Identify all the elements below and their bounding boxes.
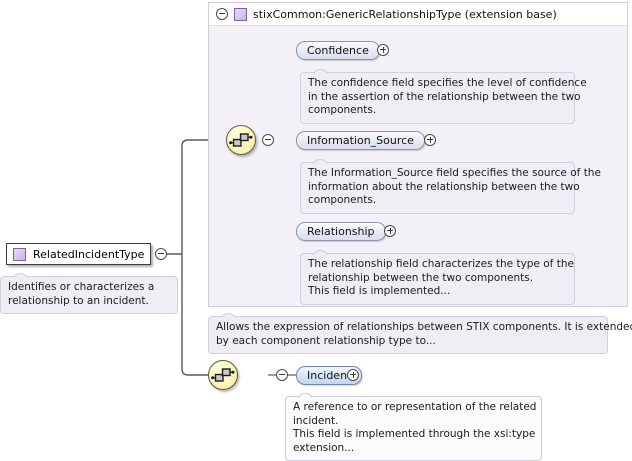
- extension-base-documentation: Allows the expression of relationships b…: [208, 313, 632, 354]
- note-pointer: [221, 311, 235, 318]
- element-documentation-information-source: The Information_Source field specifies t…: [300, 159, 601, 214]
- element-label: Confidence: [307, 44, 369, 57]
- sequence-compositor-icon[interactable]: [208, 360, 238, 390]
- doc-line: in the assertion of the relationship bet…: [308, 90, 581, 103]
- doc-line: This field is implemented...: [308, 285, 451, 297]
- doc-line: relationship to an incident.: [8, 294, 149, 307]
- note-pointer: [313, 157, 327, 164]
- note-pointer: [313, 248, 327, 255]
- type-node-relatedincidenttype[interactable]: RelatedIncidentType: [6, 243, 151, 265]
- sequence-collapse-toggle-icon[interactable]: [276, 369, 288, 381]
- doc-line: Allows the expression of relationships b…: [216, 321, 632, 333]
- doc-line: The relationship field characterizes the…: [308, 258, 574, 270]
- element-expand-toggle-icon[interactable]: [384, 225, 396, 237]
- doc-line: by each component relationship type to..…: [216, 334, 436, 347]
- doc-line: Identifies or characterizes a: [8, 281, 155, 293]
- note-pointer: [13, 271, 27, 278]
- doc-line: extension...: [293, 441, 355, 454]
- doc-line: A reference to or representation of the …: [293, 401, 537, 413]
- note-pointer: [298, 391, 312, 398]
- element-documentation-confidence: The confidence field specifies the level…: [300, 69, 587, 124]
- extension-base-title: stixCommon:GenericRelationshipType (exte…: [253, 7, 557, 21]
- note-pointer: [313, 67, 327, 74]
- type-node-label: RelatedIncidentType: [33, 247, 145, 261]
- doc-line: incident.: [293, 414, 339, 427]
- collapse-toggle-icon[interactable]: [216, 8, 228, 20]
- sequence-compositor-icon[interactable]: [226, 125, 256, 155]
- type-square-icon: [234, 7, 247, 21]
- element-incident[interactable]: Incident: [296, 366, 363, 385]
- element-label: Information_Source: [307, 134, 414, 147]
- element-documentation-relationship: The relationship field characterizes the…: [300, 250, 575, 305]
- doc-line: relationship between the two components.: [308, 271, 534, 284]
- doc-line: This field is implemented through the xs…: [293, 428, 536, 440]
- element-expand-toggle-icon[interactable]: [377, 44, 389, 56]
- type-node-collapse-toggle-icon[interactable]: [155, 248, 167, 260]
- doc-line: information about the relationship betwe…: [308, 180, 580, 193]
- doc-line: components.: [308, 194, 377, 206]
- element-relationship[interactable]: Relationship: [296, 222, 386, 241]
- element-label: Incident: [307, 369, 352, 382]
- type-square-icon: [13, 247, 26, 261]
- element-documentation-incident: A reference to or representation of the …: [285, 393, 542, 461]
- element-expand-toggle-icon[interactable]: [347, 369, 359, 381]
- element-expand-toggle-icon[interactable]: [424, 134, 436, 146]
- main-node-documentation: Identifies or characterizes a relationsh…: [0, 273, 178, 314]
- extension-base-header: stixCommon:GenericRelationshipType (exte…: [209, 3, 627, 26]
- element-label: Relationship: [307, 225, 375, 238]
- sequence-collapse-toggle-icon[interactable]: [262, 134, 274, 146]
- element-confidence[interactable]: Confidence: [296, 41, 380, 60]
- element-information-source[interactable]: Information_Source: [296, 131, 425, 150]
- doc-line: components.: [308, 104, 377, 116]
- doc-line: The Information_Source field specifies t…: [308, 167, 601, 179]
- doc-line: The confidence field specifies the level…: [308, 77, 587, 89]
